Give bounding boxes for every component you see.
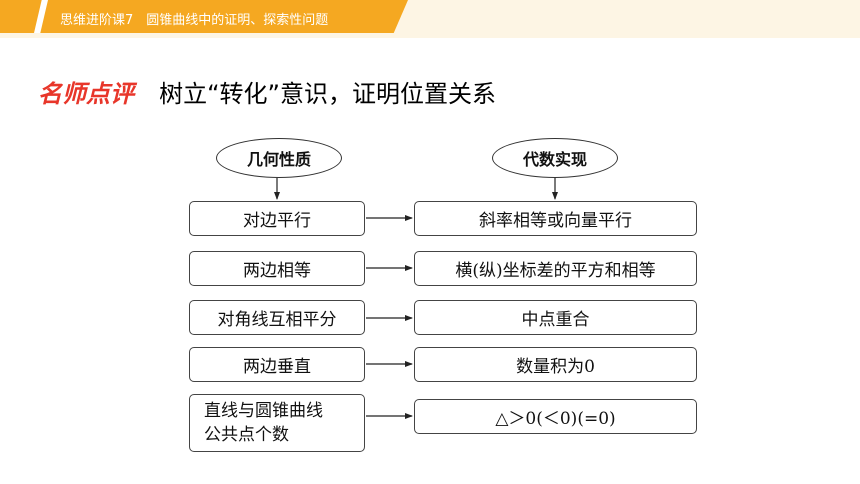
left-box-3: 对角线互相平分 xyxy=(189,300,365,335)
left-box-5: 直线与圆锥曲线 公共点个数 xyxy=(189,394,365,452)
left-box-1: 对边平行 xyxy=(189,201,365,236)
left-box-2: 两边相等 xyxy=(189,251,365,286)
section-heading: 名师点评 树立“转化”意识，证明位置关系 xyxy=(38,74,496,109)
right-box-3: 中点重合 xyxy=(414,300,697,335)
banner-title: 思维进阶课7 圆锥曲线中的证明、探索性问题 xyxy=(60,13,329,28)
right-header-oval: 代数实现 xyxy=(492,138,618,178)
right-box-5: △＞0(＜0)(=0) xyxy=(414,399,697,434)
right-box-2: 横(纵)坐标差的平方和相等 xyxy=(414,251,697,286)
left-box-4: 两边垂直 xyxy=(189,347,365,382)
lesson-banner: 思维进阶课7 圆锥曲线中的证明、探索性问题 xyxy=(0,0,408,33)
left-box-5-line-2: 公共点个数 xyxy=(204,425,289,445)
left-header-oval: 几何性质 xyxy=(216,138,342,178)
heading-tag: 名师点评 xyxy=(38,80,134,108)
right-box-4: 数量积为0 xyxy=(414,347,697,382)
left-box-5-line-1: 直线与圆锥曲线 xyxy=(204,401,323,421)
heading-title: 树立“转化”意识，证明位置关系 xyxy=(159,80,496,108)
right-box-1: 斜率相等或向量平行 xyxy=(414,201,697,236)
